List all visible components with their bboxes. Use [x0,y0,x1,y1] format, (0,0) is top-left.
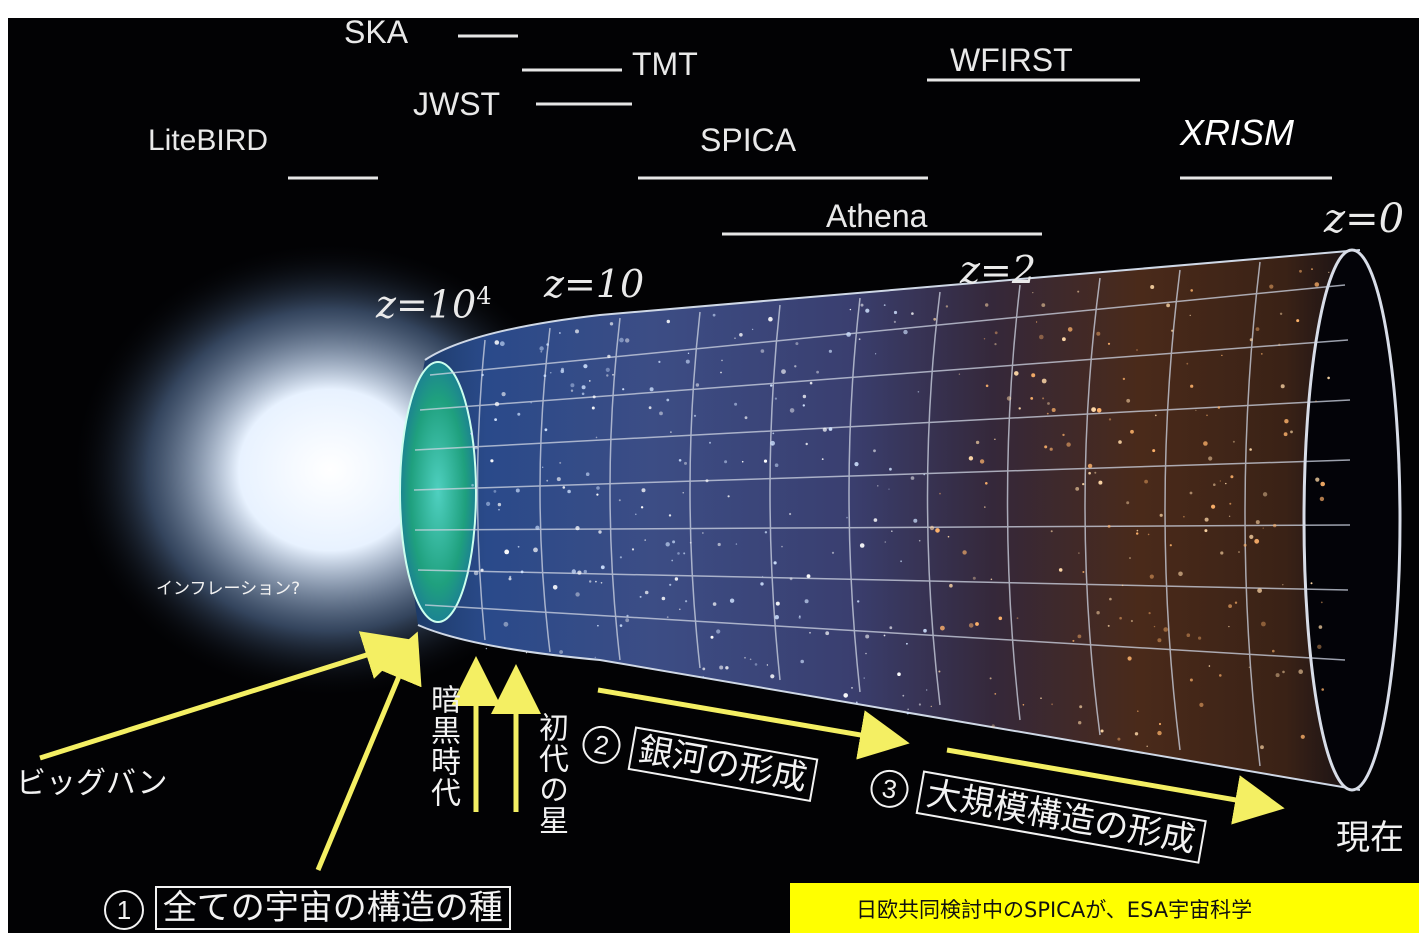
redshift-z2: z=2 [960,248,1037,292]
present-end-ring [1302,248,1402,792]
stage-2-number: 2 [579,722,624,767]
star-field [470,268,1330,750]
redshift-z10: z=10 [544,262,645,306]
dark-ages-label: 暗黒時代 [425,684,460,808]
redshift-z1e4: z=104 [376,282,492,327]
mission-xrism: XRISM [1180,112,1295,153]
mission-ska: SKA [344,14,409,50]
stage-1-label: 全ての宇宙の構造の種 [154,886,511,930]
stage-1-number: 1 [104,889,144,930]
stage-3-number: 3 [867,766,912,811]
mission-athena: Athena [826,198,928,234]
mission-tmt: TMT [632,46,698,82]
redshift-exponent: 4 [476,282,492,310]
mission-litebird: LiteBIRD [148,124,269,157]
cmb-surface [399,361,477,623]
redshift-z0: z=0 [1324,196,1405,242]
inflation-label: インフレーション? [156,579,301,599]
mission-spica: SPICA [700,122,797,158]
first-stars-label: 初代の星 [533,712,568,836]
present-label: 現在 [1336,818,1404,858]
stage-1: 1 全ての宇宙の構造の種 [104,880,511,930]
big-bang-label: ビッグバン [16,766,168,801]
universe-cone [409,250,1383,790]
mission-jwst: JWST [413,86,501,122]
spica-note-text: 日欧共同検討中のSPICAが、ESA宇宙科学 [856,898,1253,922]
spica-note: 日欧共同検討中のSPICAが、ESA宇宙科学 [790,883,1419,933]
mission-wfirst: WFIRST [950,42,1073,78]
